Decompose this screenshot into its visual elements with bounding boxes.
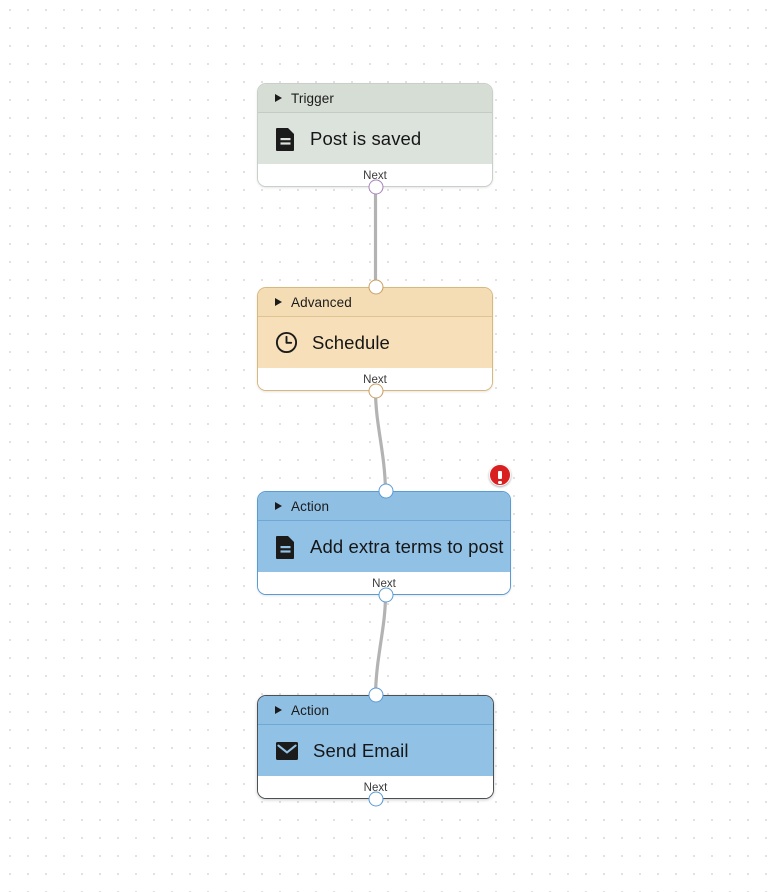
port-action1-output[interactable]: [378, 587, 393, 603]
envelope-icon: [276, 741, 298, 760]
node-title: Schedule: [312, 331, 390, 353]
port-action2-input[interactable]: [368, 687, 383, 703]
node-body-action2[interactable]: Send Email: [258, 725, 493, 776]
exclamation-glyph: [498, 471, 503, 484]
clock-icon: [275, 331, 298, 354]
connector-advanced-to-action1: [373, 389, 388, 493]
port-advanced-output[interactable]: [368, 383, 383, 399]
expand-triangle-icon[interactable]: [275, 298, 282, 306]
port-trigger-output[interactable]: [368, 179, 383, 195]
node-advanced-schedule[interactable]: Advanced Schedule Next: [257, 287, 493, 391]
node-action-send-email[interactable]: Action Send Email Next: [257, 695, 494, 799]
node-title: Send Email: [313, 739, 409, 761]
node-footer-next[interactable]: Next: [258, 368, 492, 390]
node-footer-next[interactable]: Next: [258, 164, 492, 186]
document-icon: [276, 535, 294, 559]
node-header-trigger[interactable]: Trigger: [258, 84, 492, 113]
node-body-action1[interactable]: Add extra terms to post: [258, 521, 510, 572]
node-category-label: Action: [291, 498, 330, 514]
node-title: Post is saved: [310, 127, 422, 149]
next-label: Next: [363, 782, 388, 794]
node-trigger-post-is-saved[interactable]: Trigger Post is saved Next: [257, 83, 493, 187]
next-label: Next: [372, 578, 396, 590]
node-action-add-extra-terms-to-post[interactable]: Action Add extra terms to post Next: [257, 491, 511, 595]
port-advanced-input[interactable]: [368, 279, 383, 295]
node-header-advanced[interactable]: Advanced: [258, 288, 492, 317]
node-body-advanced[interactable]: Schedule: [258, 317, 492, 368]
port-action2-output[interactable]: [368, 791, 383, 807]
expand-triangle-icon[interactable]: [275, 502, 282, 510]
node-footer-next[interactable]: Next: [258, 572, 510, 594]
next-label: Next: [363, 170, 387, 182]
document-icon: [276, 127, 294, 151]
node-title: Add extra terms to post: [310, 535, 504, 557]
next-label: Next: [363, 374, 387, 386]
node-body-trigger[interactable]: Post is saved: [258, 113, 492, 164]
port-action1-input[interactable]: [378, 483, 393, 499]
expand-triangle-icon[interactable]: [275, 706, 282, 714]
error-exclamation-icon[interactable]: [489, 464, 511, 486]
connector-action1-to-action2: [373, 593, 388, 697]
node-category-label: Action: [291, 702, 330, 718]
expand-triangle-icon[interactable]: [275, 94, 282, 102]
node-category-label: Advanced: [291, 294, 352, 310]
node-footer-next[interactable]: Next: [258, 776, 493, 798]
node-category-label: Trigger: [291, 90, 334, 106]
